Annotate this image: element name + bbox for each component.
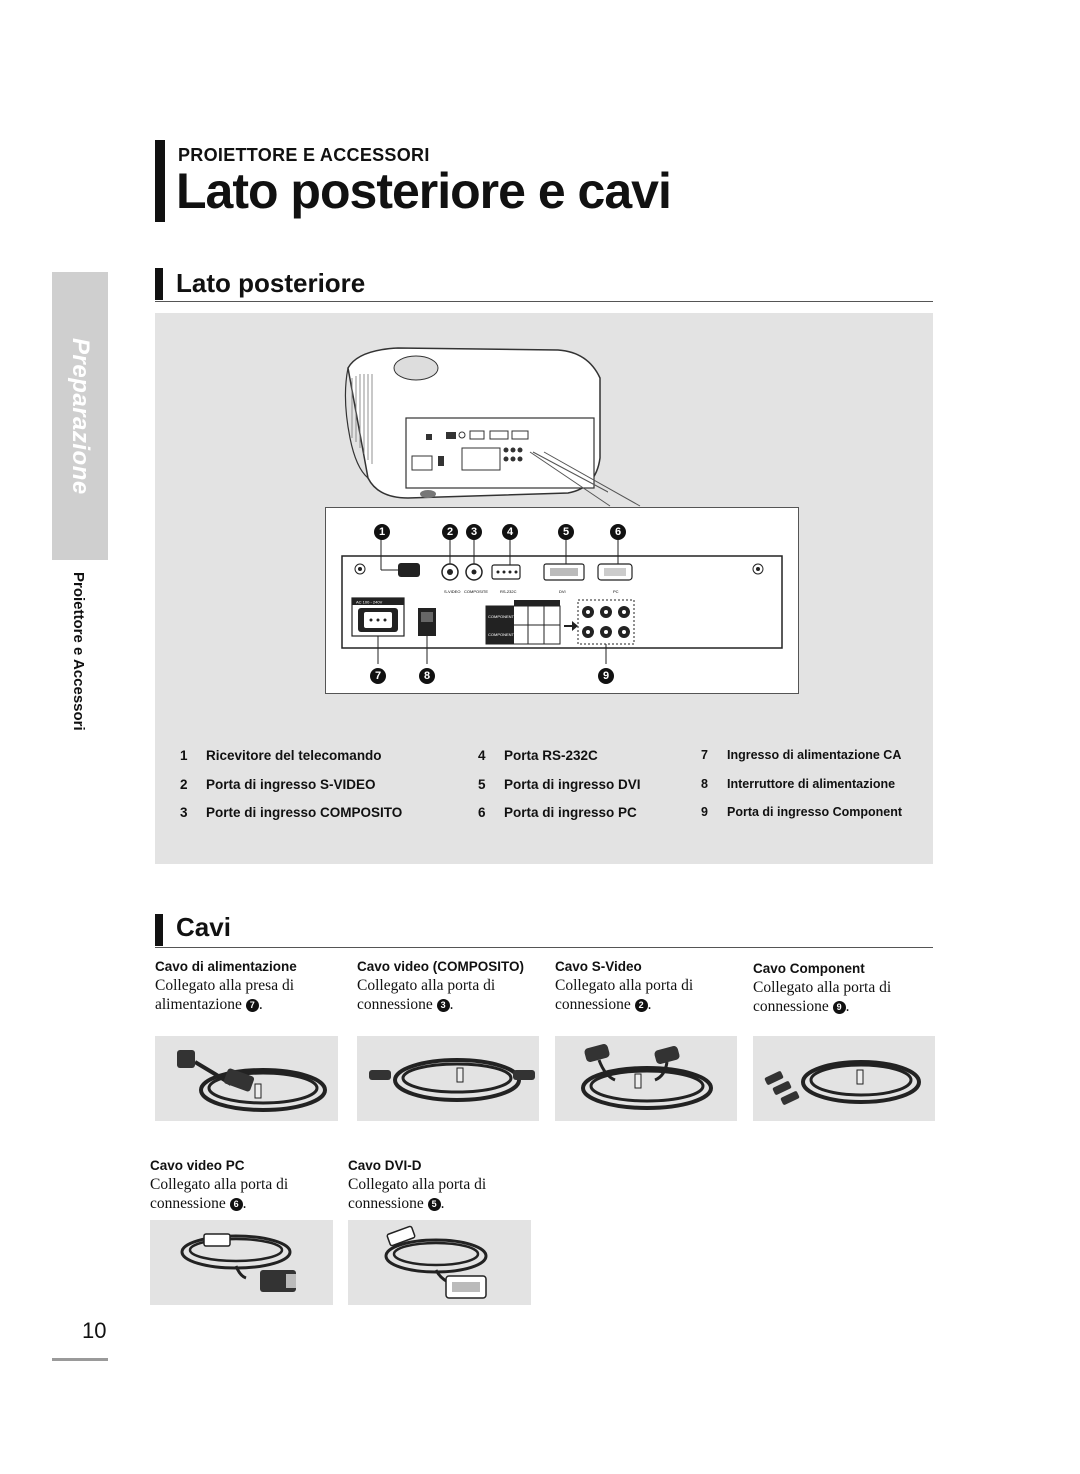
- section-rule: [155, 301, 933, 302]
- page-title: Lato posteriore e cavi: [176, 163, 672, 219]
- composite-cable-image: [357, 1036, 539, 1121]
- rear-panel-detail: S-VIDEO COMPOSITE RS-232C DVI PC AC 100 …: [325, 507, 799, 694]
- side-sub-label: Proiettore e Accessori: [70, 572, 87, 731]
- side-tab: [52, 272, 108, 560]
- callout-2: 2: [442, 524, 458, 540]
- section-bar: [155, 268, 163, 300]
- callout-1: 1: [374, 524, 390, 540]
- section-heading-rear: Lato posteriore: [176, 268, 366, 298]
- cable-title: Cavo S-Video: [555, 959, 642, 974]
- label-composite: COMPOSITE: [464, 589, 488, 594]
- label-svideo: S-VIDEO: [444, 589, 460, 594]
- label-component1: COMPONENT 1: [488, 614, 518, 619]
- label-component2: COMPONENT 2: [488, 632, 518, 637]
- component-cable-image: [753, 1036, 935, 1121]
- section-kicker: PROIETTORE E ACCESSORI: [178, 145, 430, 165]
- pc-cable-image: [150, 1220, 333, 1305]
- section-bar: [155, 914, 163, 946]
- callout-3: 3: [466, 524, 482, 540]
- callout-4: 4: [502, 524, 518, 540]
- callout-9: 9: [598, 668, 614, 684]
- title-bar: [155, 140, 165, 222]
- label-rs232c: RS-232C: [500, 589, 517, 594]
- cable-title: Cavo video PC: [150, 1158, 245, 1173]
- page-rule: [52, 1358, 108, 1361]
- page-number: 10: [82, 1318, 107, 1343]
- cable-title: Cavo video (COMPOSITO): [357, 959, 525, 974]
- cable-title: Cavo di alimentazione: [155, 959, 297, 974]
- zoom-lines: [529, 451, 641, 507]
- callout-7: 7: [370, 668, 386, 684]
- power-cable-image: [155, 1036, 338, 1121]
- projector-illustration: [344, 347, 608, 499]
- label-pc: PC: [613, 589, 619, 594]
- svideo-cable-image: [555, 1036, 737, 1121]
- side-tab-label: Preparazione: [67, 337, 94, 495]
- section-rule: [155, 947, 933, 948]
- callout-8: 8: [419, 668, 435, 684]
- label-dvi: DVI: [559, 589, 566, 594]
- cable-title: Cavo Component: [753, 961, 865, 976]
- section-heading-cables: Cavi: [176, 912, 231, 942]
- callout-5: 5: [558, 524, 574, 540]
- label-ac: AC 100 - 240V: [356, 600, 383, 605]
- callout-6: 6: [610, 524, 626, 540]
- cable-title: Cavo DVI-D: [348, 1158, 422, 1173]
- dvi-cable-image: [348, 1220, 531, 1305]
